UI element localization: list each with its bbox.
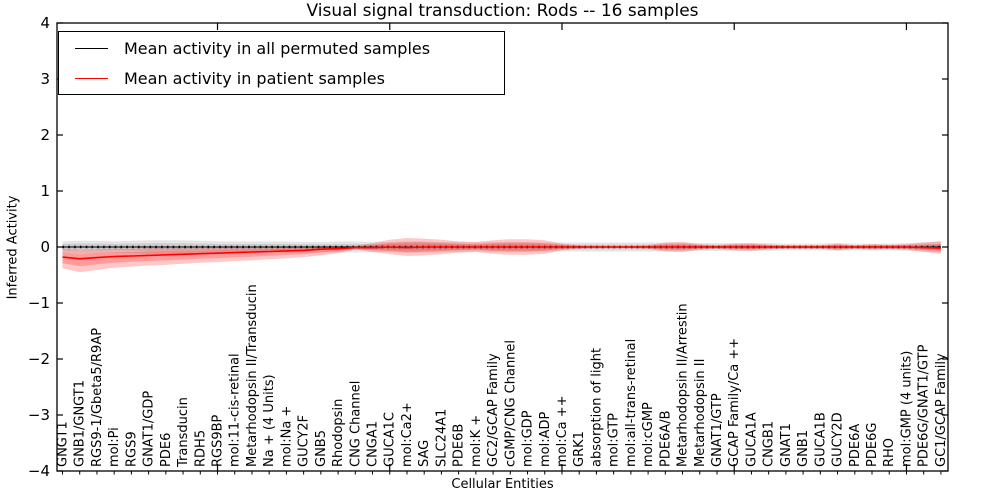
- x-tick-label: cGMP/CNG Channel: [503, 340, 518, 467]
- x-tick-label: GUCY2F: [297, 415, 312, 467]
- y-tick-label: 1: [40, 182, 50, 200]
- x-tick-label: mol:ADP: [538, 411, 553, 467]
- y-tick-label: 0: [40, 238, 50, 256]
- x-tick-label: PDE6G/GNAT1/GTP: [917, 344, 932, 467]
- x-tick-label: GCAP Family/Ca ++: [727, 338, 742, 467]
- chart-title: Visual signal transduction: Rods -- 16 s…: [306, 1, 699, 21]
- x-tick-label: Na + (4 Units): [262, 374, 277, 467]
- permuted-line-swatch: [75, 47, 108, 49]
- x-tick-label: GUCA1A: [744, 412, 759, 467]
- patient-mean-line: [62, 246, 941, 260]
- x-tick-label: RGS9BP: [211, 414, 226, 467]
- x-tick-label: Metarhodopsin II: [693, 359, 708, 467]
- x-tick-label: GC1/GCAP Family: [934, 353, 949, 467]
- y-tick-label: −4: [28, 462, 50, 480]
- x-tick-label: PDE6B: [452, 424, 467, 467]
- x-tick-label: CNG Channel: [348, 381, 363, 467]
- x-tick-label: absorption of light: [589, 348, 604, 467]
- x-tick-label: PDE6: [159, 433, 174, 467]
- y-tick-label: 3: [40, 70, 50, 88]
- x-tick-label: mol:Ca ++: [555, 395, 570, 467]
- x-tick-label: PDE6A: [848, 424, 863, 467]
- x-tick-label: GRK1: [572, 431, 587, 467]
- x-tick-label: RDH5: [193, 430, 208, 467]
- y-tick-label: −1: [28, 294, 50, 312]
- x-tick-label: mol:all-trans-retinal: [624, 339, 639, 467]
- x-tick-label: GNB1: [796, 430, 811, 467]
- x-tick-label: RHO: [882, 438, 897, 467]
- x-tick-label: SLC24A1: [434, 409, 449, 467]
- x-tick-label: mol:Pi: [107, 427, 122, 467]
- legend-entry-patient: Mean activity in patient samples: [59, 64, 504, 92]
- legend-entry-permuted: Mean activity in all permuted samples: [59, 34, 504, 62]
- x-tick-label: GNAT1/GTP: [710, 393, 725, 467]
- x-tick-label: mol:Ca2+: [400, 402, 415, 467]
- x-tick-label: mol:GTP: [607, 413, 622, 467]
- x-tick-label: GC2/GCAP Family: [486, 353, 501, 467]
- x-tick-label: GNB1/GNGT1: [73, 380, 88, 467]
- x-tick-label: SAG: [417, 440, 432, 467]
- x-tick-label: mol:K +: [469, 415, 484, 467]
- x-tick-label: mol:cGMP: [641, 402, 656, 467]
- x-tick-label: CNGA1: [366, 421, 381, 467]
- x-tick-label: GNB5: [314, 430, 329, 467]
- legend-label-patient: Mean activity in patient samples: [124, 68, 385, 88]
- x-tick-label: RGS9: [124, 431, 139, 467]
- y-tick-label: −2: [28, 350, 50, 368]
- x-tick-label: GUCA1B: [813, 412, 828, 467]
- x-tick-label: RGS9-1/Gbeta5/R9AP: [90, 328, 105, 467]
- x-tick-label: Rhodopsin: [331, 399, 346, 467]
- y-tick-label: 2: [40, 126, 50, 144]
- patient-line-swatch: [75, 77, 108, 79]
- x-tick-label: GNAT1: [779, 423, 794, 467]
- x-tick-label: mol:GMP (4 units): [900, 351, 915, 467]
- x-tick-label: mol:11-cis-retinal: [228, 353, 243, 467]
- x-axis-label: Cellular Entities: [451, 477, 554, 492]
- x-tick-label: Transducin: [176, 397, 191, 468]
- x-tick-label: GNGT1: [56, 421, 71, 467]
- x-tick-label: PDE6G: [865, 423, 880, 467]
- x-tick-label: PDE6A/B: [658, 410, 673, 467]
- x-tick-label: Metarhodopsin II/Arrestin: [676, 303, 691, 467]
- x-tick-label: CNGB1: [762, 421, 777, 467]
- x-tick-label: GNAT1/GDP: [142, 391, 157, 467]
- y-tick-label: 4: [40, 14, 50, 32]
- y-tick-label: −3: [28, 406, 50, 424]
- x-tick-label: Metarhodopsin II/Transducin: [245, 284, 260, 467]
- x-tick-label: mol:GDP: [521, 410, 536, 467]
- legend: Mean activity in all permuted samples Me…: [58, 31, 505, 95]
- x-tick-label: GUCY2D: [831, 412, 846, 467]
- x-tick-label: mol:Na +: [279, 406, 294, 467]
- legend-label-permuted: Mean activity in all permuted samples: [124, 38, 431, 58]
- x-tick-label: GUCA1C: [383, 412, 398, 467]
